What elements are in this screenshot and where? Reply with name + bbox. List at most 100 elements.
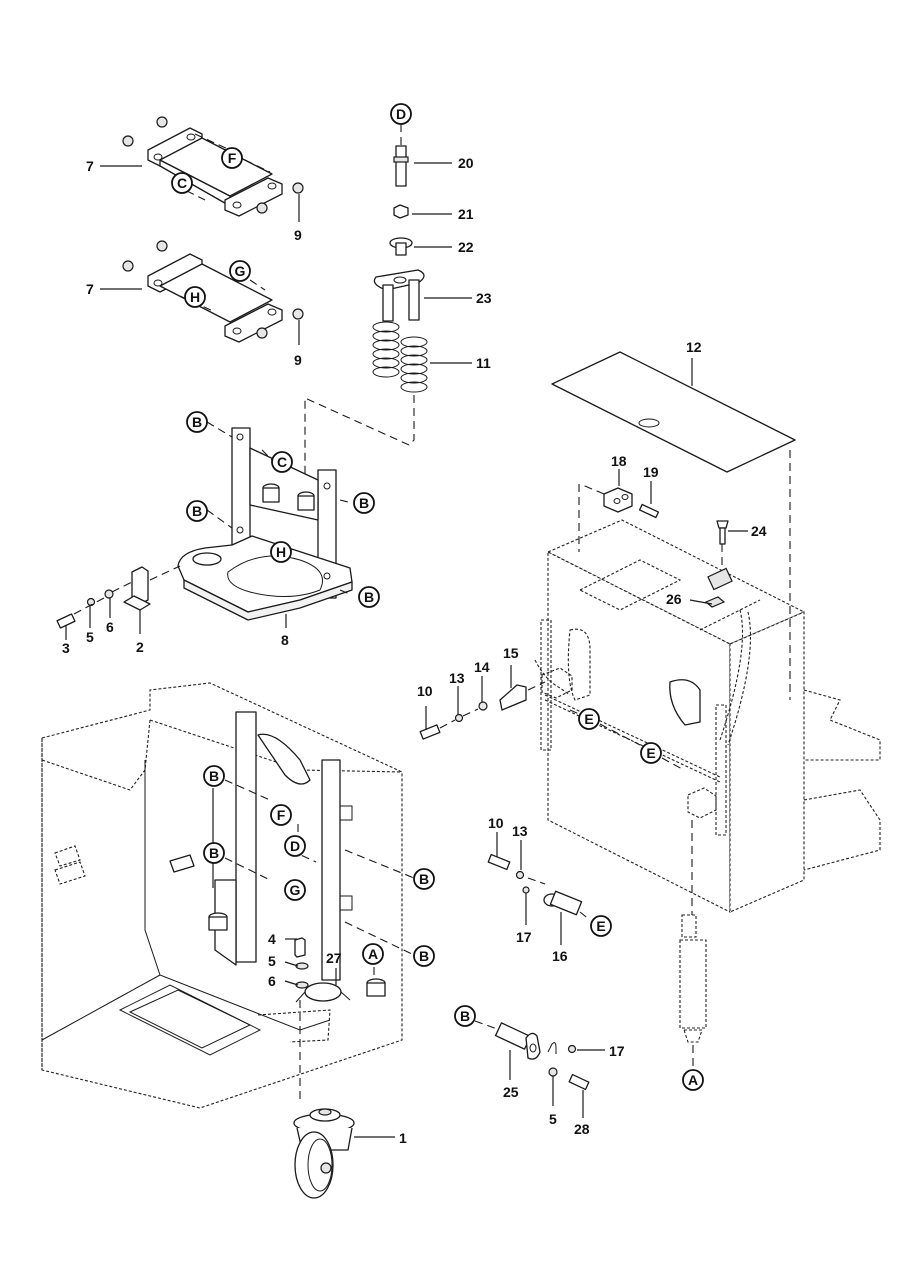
callout-1: 1 — [399, 1130, 407, 1146]
svg-text:C: C — [177, 175, 187, 191]
callout-13-lower: 13 — [512, 823, 528, 839]
ref-a-right: A — [682, 1069, 704, 1091]
svg-text:E: E — [596, 918, 605, 934]
ref-g-top: G — [229, 260, 251, 282]
svg-text:B: B — [460, 1008, 470, 1024]
svg-text:F: F — [228, 150, 237, 166]
callout-7-lower: 7 — [86, 281, 94, 297]
ref-e3: E — [590, 915, 612, 937]
callout-17-upper: 17 — [516, 929, 532, 945]
svg-text:E: E — [646, 745, 655, 761]
svg-text:G: G — [235, 263, 246, 279]
svg-text:F: F — [277, 807, 286, 823]
callout-2: 2 — [136, 639, 144, 655]
ref-b6: B — [203, 842, 225, 864]
nut-icon — [122, 260, 134, 272]
callout-9-lower: 9 — [294, 352, 302, 368]
ref-b3: B — [186, 500, 208, 522]
ref-e1: E — [578, 708, 600, 730]
hinge-fasteners — [419, 665, 546, 740]
nut-icon — [256, 327, 268, 339]
callout-26: 26 — [666, 591, 682, 607]
callout-5-right: 5 — [549, 1111, 557, 1127]
pin-assembly — [487, 832, 591, 945]
ref-b2: B — [353, 492, 375, 514]
callout-25: 25 — [503, 1084, 519, 1100]
callout-7-upper: 7 — [86, 158, 94, 174]
nut-icon — [122, 135, 134, 147]
svg-text:A: A — [368, 946, 378, 962]
svg-text:B: B — [359, 495, 369, 511]
lift-cylinder — [679, 914, 707, 1070]
ref-b4: B — [358, 586, 380, 608]
callout-6-upper: 6 — [106, 619, 114, 635]
ref-h-mid: H — [270, 541, 292, 563]
ref-e2: E — [640, 742, 662, 764]
svg-text:B: B — [192, 414, 202, 430]
callout-20: 20 — [458, 155, 474, 171]
ref-f-top: F — [221, 147, 243, 169]
callout-27: 27 — [326, 950, 342, 966]
svg-text:B: B — [192, 503, 202, 519]
svg-text:H: H — [276, 544, 286, 560]
bracket-assembly-upper — [100, 116, 304, 222]
callout-10-upper: 10 — [417, 683, 433, 699]
chassis-body — [41, 682, 415, 1109]
svg-text:H: H — [190, 289, 200, 305]
spring-stack — [304, 124, 472, 478]
svg-text:B: B — [364, 589, 374, 605]
callout-4: 4 — [268, 931, 276, 947]
ref-c-top: C — [171, 172, 193, 194]
callout-13-upper: 13 — [449, 670, 465, 686]
ref-c-mid: C — [271, 451, 293, 473]
callout-23: 23 — [476, 290, 492, 306]
right-housing — [534, 519, 881, 915]
callout-22: 22 — [458, 239, 474, 255]
callout-9-upper: 9 — [294, 227, 302, 243]
pin-25-assembly — [474, 1020, 605, 1118]
nut-icon — [292, 308, 304, 320]
svg-text:B: B — [209, 768, 219, 784]
callout-28: 28 — [574, 1121, 590, 1137]
callout-10-lower: 10 — [488, 815, 504, 831]
callout-19: 19 — [643, 464, 659, 480]
frame-assembly — [177, 421, 353, 628]
callout-14: 14 — [474, 659, 490, 675]
svg-text:B: B — [419, 871, 429, 887]
callout-21: 21 — [458, 206, 474, 222]
ref-b9: B — [454, 1005, 476, 1027]
ref-d-low: D — [284, 835, 306, 857]
svg-text:G: G — [290, 882, 301, 898]
block-and-screws — [578, 450, 791, 700]
callout-17-lower: 17 — [609, 1043, 625, 1059]
svg-text:D: D — [396, 106, 406, 122]
svg-text:C: C — [277, 454, 287, 470]
svg-text:A: A — [688, 1072, 698, 1088]
callout-12: 12 — [686, 339, 702, 355]
bracket-and-fasteners — [56, 565, 181, 640]
callout-8: 8 — [281, 632, 289, 648]
ref-g-low: G — [284, 879, 306, 901]
callout-3: 3 — [62, 640, 70, 656]
callout-18: 18 — [611, 453, 627, 469]
callout-15: 15 — [503, 645, 519, 661]
callout-16: 16 — [552, 948, 568, 964]
svg-text:D: D — [290, 838, 300, 854]
svg-text:B: B — [419, 948, 429, 964]
ref-d-top: D — [390, 103, 412, 125]
nut-icon — [156, 116, 168, 128]
ref-b5: B — [203, 765, 225, 787]
ref-b7: B — [413, 868, 435, 890]
ref-b8: B — [413, 945, 435, 967]
svg-text:E: E — [584, 711, 593, 727]
nut-icon — [292, 182, 304, 194]
callout-11: 11 — [476, 355, 491, 371]
svg-text:B: B — [209, 845, 219, 861]
ref-h-top: H — [184, 286, 206, 308]
callout-6-lower: 6 — [268, 973, 276, 989]
caster-wheel — [293, 1108, 395, 1199]
callout-5-upper: 5 — [86, 629, 94, 645]
ref-b1: B — [186, 411, 208, 433]
callout-5-lower: 5 — [268, 953, 276, 969]
